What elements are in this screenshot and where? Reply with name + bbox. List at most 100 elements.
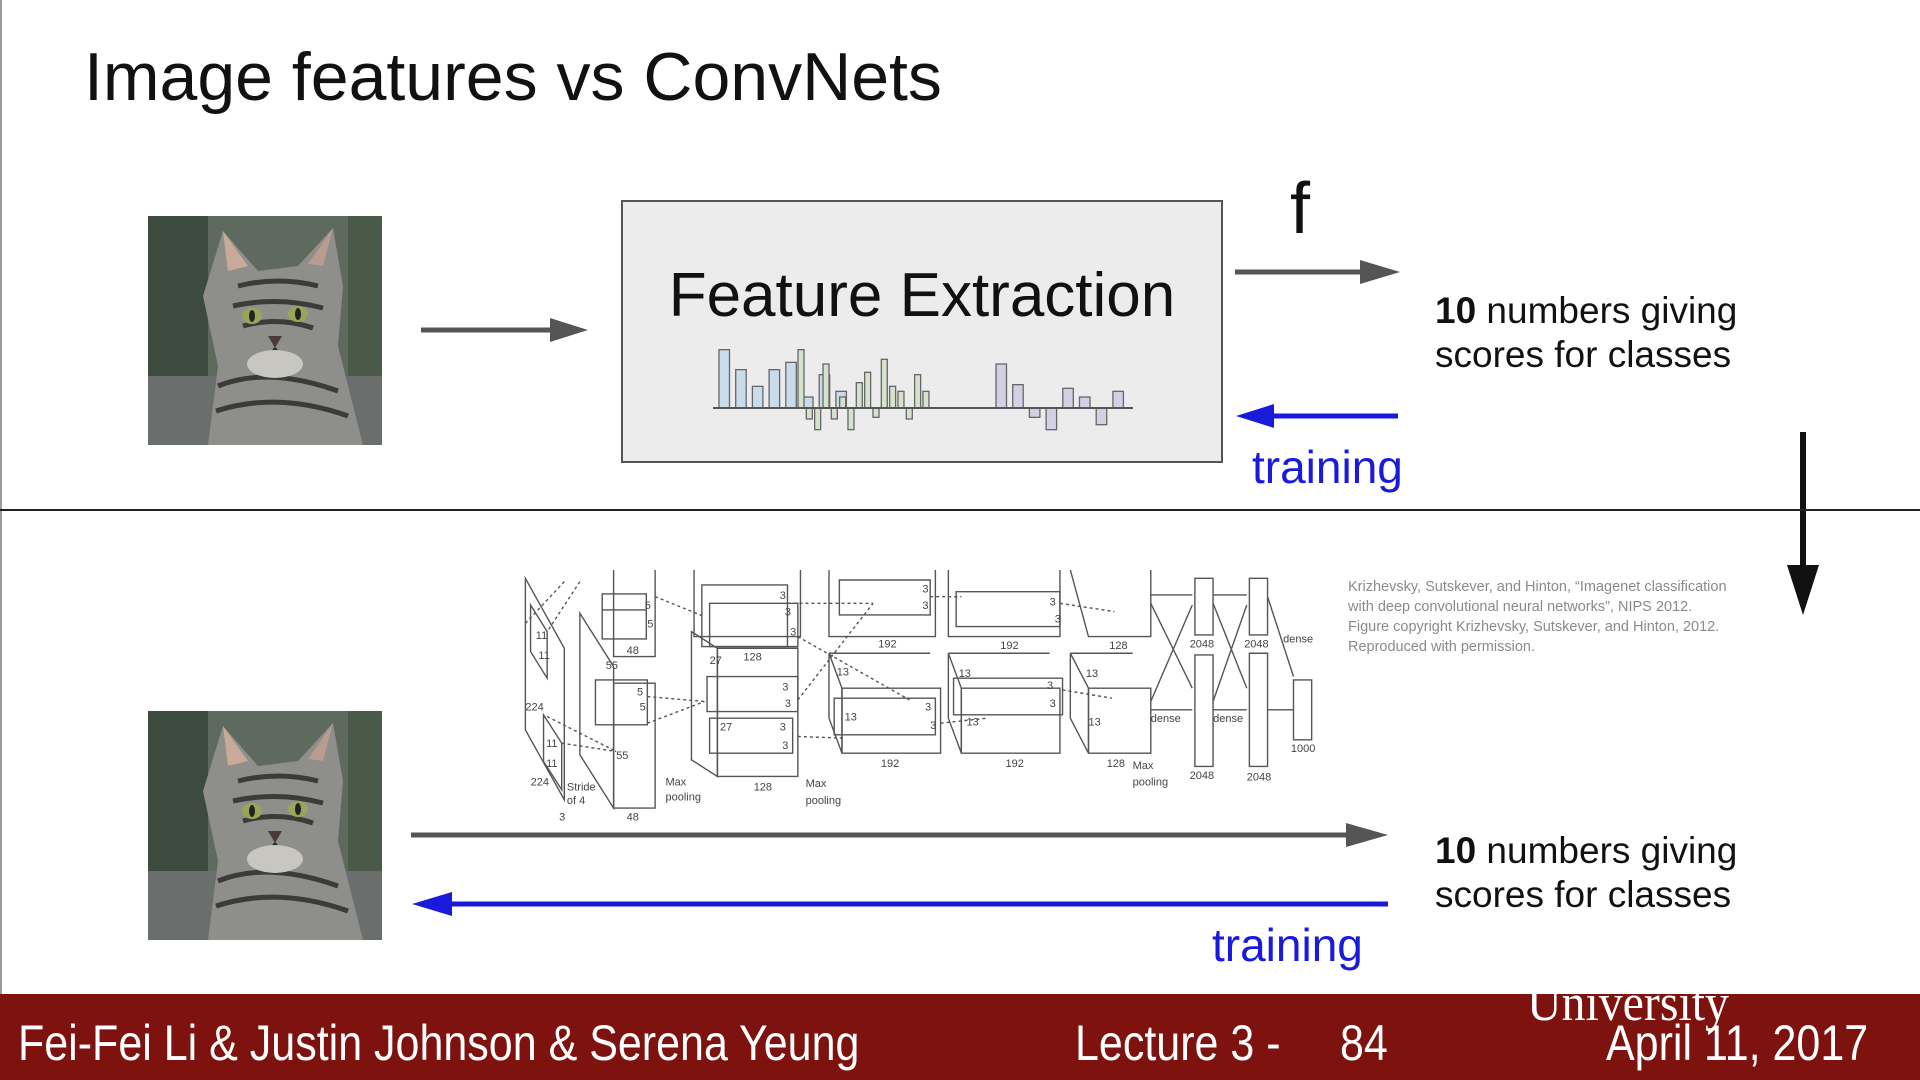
arrow-right-icon	[421, 318, 588, 342]
alexnet-label: 3	[780, 722, 786, 734]
training-arrow-left-icon	[1236, 404, 1398, 428]
scores-count: 10	[1435, 290, 1477, 331]
alexnet-label: Max	[806, 778, 827, 790]
histogram-bar	[751, 385, 764, 409]
histogram-bar	[922, 390, 930, 409]
scores-count: 10	[1435, 830, 1477, 871]
alexnet-label: pooling	[1133, 777, 1168, 789]
alexnet-label: 3	[782, 740, 788, 752]
forward-arrow-icon	[411, 823, 1388, 847]
alexnet-label: 11	[546, 758, 557, 770]
footer-page-number: 84	[1340, 1015, 1388, 1071]
alexnet-label: 192	[881, 758, 899, 770]
alexnet-label: dense	[1151, 713, 1181, 725]
alexnet-label: 5	[640, 702, 646, 714]
histogram-bar	[905, 407, 913, 420]
alexnet-label: 3	[925, 702, 931, 714]
alexnet-label: 3	[1047, 680, 1053, 692]
slide-left-border	[0, 0, 2, 994]
alexnet-label: 13	[967, 717, 979, 729]
histogram-bar	[855, 382, 863, 409]
alexnet-label: pooling	[806, 795, 841, 807]
alexnet-label: Stride	[567, 782, 596, 794]
alexnet-label: 5	[637, 687, 643, 699]
footer-lecture: Lecture 3 -	[1075, 1015, 1281, 1071]
histogram-bar	[805, 407, 813, 420]
citation-line: Figure copyright Krizhevsky, Sutskever, …	[1348, 619, 1720, 635]
footer-authors: Fei-Fei Li & Justin Johnson & Serena Yeu…	[18, 1015, 860, 1071]
citation: Krizhevsky, Sutskever, and Hinton, “Imag…	[1348, 577, 1727, 657]
citation-line: Krizhevsky, Sutskever, and Hinton, “Imag…	[1348, 579, 1727, 595]
section-divider	[0, 509, 1920, 511]
scores-line2: scores for classes	[1435, 334, 1732, 375]
feature-extraction-title: Feature Extraction	[668, 261, 1176, 330]
histogram-bar	[863, 371, 872, 409]
alexnet-label: 13	[837, 667, 849, 679]
citation-line: Reproduced with permission.	[1348, 639, 1535, 655]
histogram-bar	[1078, 396, 1091, 409]
alexnet-label: 11	[536, 630, 547, 642]
histogram-bar	[797, 349, 805, 409]
feature-histogram	[713, 349, 1133, 431]
alexnet-label: 224	[525, 702, 543, 714]
alexnet-label: 192	[1006, 758, 1024, 770]
histogram-bar	[838, 396, 847, 409]
alexnet-label: 3	[922, 600, 928, 612]
alexnet-label: pooling	[666, 791, 701, 803]
footer-bar: University Fei-Fei Li & Justin Johnson &…	[0, 994, 1920, 1080]
alexnet-label: 192	[878, 638, 896, 650]
histogram-bar	[897, 390, 905, 409]
scores-line1: numbers giving	[1476, 290, 1738, 331]
training-label-top: training	[1252, 441, 1403, 493]
alexnet-label: 13	[959, 668, 971, 680]
alexnet-label: 128	[754, 782, 772, 794]
alexnet-label: 48	[627, 811, 639, 823]
alexnet-label: 5	[645, 600, 651, 612]
alexnet-label: 2048	[1190, 638, 1214, 650]
alexnet-label: 224	[531, 777, 549, 789]
histogram-bar	[1095, 407, 1108, 426]
histogram-bar	[913, 374, 922, 409]
alexnet-label: 2048	[1190, 770, 1214, 782]
alexnet-label: 11	[546, 738, 557, 750]
slide-title: Image features vs ConvNets	[84, 39, 942, 115]
alexnet-label: 1000	[1291, 743, 1315, 755]
function-f-label: f	[1290, 169, 1311, 249]
histogram-bar	[735, 369, 747, 409]
alexnet-label: 128	[1109, 640, 1127, 652]
histogram-bar	[880, 358, 888, 409]
cat-image-top	[148, 216, 382, 445]
histogram-bar	[1012, 384, 1024, 409]
alexnet-label: dense	[1213, 713, 1243, 725]
alexnet-label: 192	[1000, 640, 1018, 652]
alexnet-label: 3	[782, 682, 788, 694]
cat-image-bottom	[148, 711, 382, 940]
alexnet-label: 3	[1055, 613, 1061, 625]
alexnet-label: 3	[922, 583, 928, 595]
university-logo-text: University	[1527, 994, 1729, 1032]
alexnet-label: 3	[1050, 597, 1056, 609]
histogram-bar	[718, 349, 731, 409]
alexnet-label: 128	[1107, 758, 1125, 770]
alexnet-label: 3	[785, 607, 791, 619]
alexnet-label: 2048	[1247, 772, 1271, 784]
arrow-right-icon	[1235, 260, 1400, 284]
alexnet-label: 3	[559, 811, 565, 823]
scores-text-bottom: 10 numbers giving scores for classes	[1435, 829, 1737, 917]
histogram-bar	[995, 363, 1008, 409]
alexnet-label: 27	[710, 655, 722, 667]
arrow-down-icon	[1787, 432, 1819, 615]
training-arrow-left-icon	[412, 892, 1388, 916]
alexnet-label: 13	[1086, 668, 1098, 680]
histogram-bar	[1028, 407, 1041, 418]
feature-extraction-box: Feature Extraction	[621, 200, 1223, 463]
citation-line: with deep convolutional neural networks”…	[1348, 599, 1693, 615]
alexnet-label: of 4	[567, 795, 585, 807]
alexnet-label: 55	[606, 660, 618, 672]
histogram-bar	[1112, 390, 1125, 409]
alexnet-label: 3	[785, 698, 791, 710]
alexnet-label: 27	[720, 722, 732, 734]
training-label-bottom: training	[1212, 919, 1363, 971]
alexnet-label: Max	[1133, 760, 1154, 772]
alexnet-label: 11	[538, 650, 549, 662]
